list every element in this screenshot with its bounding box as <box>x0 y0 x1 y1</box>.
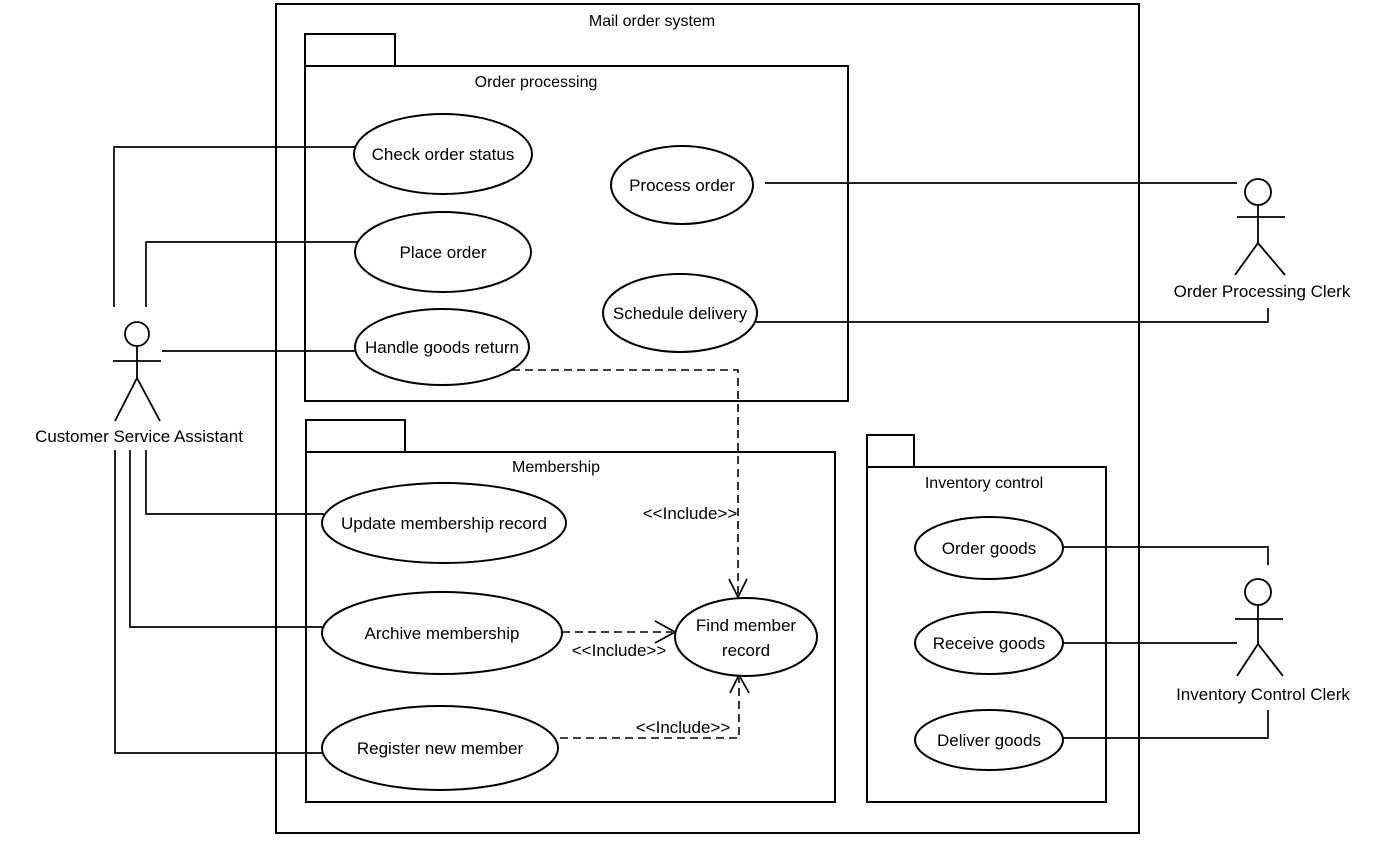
use-case-ellipse <box>321 482 567 564</box>
actor-leg-right <box>136 377 161 422</box>
use-case-ellipse <box>602 273 758 353</box>
system-title: Mail order system <box>589 13 715 30</box>
use-case-label: Archive membership <box>365 624 520 643</box>
actor-label: Customer Service Assistant <box>35 427 243 446</box>
actor-leg-left <box>1236 643 1259 677</box>
actor-head <box>1244 178 1272 206</box>
package-title: Membership <box>512 459 600 476</box>
association-csa-check-order-status <box>113 146 355 307</box>
use-case-label: Update membership record <box>341 514 547 533</box>
use-case-label: Deliver goods <box>937 731 1041 750</box>
use-case-deliver-goods: Deliver goods <box>914 709 1064 771</box>
use-case-ellipse <box>321 705 559 791</box>
package-title: Order processing <box>475 74 598 91</box>
package-tab <box>305 419 406 453</box>
use-case-label-line1: Find member <box>696 616 796 635</box>
use-case-update-membership-record: Update membership record <box>321 482 567 564</box>
use-case-check-order-status: Check order status <box>353 113 533 195</box>
use-case-schedule-delivery: Schedule delivery <box>602 273 758 353</box>
use-case-label: Place order <box>400 243 487 262</box>
use-case-label: Schedule delivery <box>613 304 748 323</box>
actor-head <box>124 321 150 347</box>
use-case-process-order: Process order <box>610 145 754 225</box>
use-case-label: Handle goods return <box>365 338 519 357</box>
association-opc-schedule-delivery <box>755 308 1269 323</box>
association-csa-update-membership-record <box>145 450 324 515</box>
use-case-ellipse <box>353 113 533 195</box>
actor-order-processing-clerk: Order Processing Clerk <box>1174 178 1351 301</box>
use-case-archive-membership: Archive membership <box>321 591 563 675</box>
actor-leg-left <box>114 377 138 422</box>
package-tab <box>304 33 396 67</box>
include-label: <<Include>> <box>643 504 738 523</box>
use-case-ellipse <box>914 516 1064 580</box>
include-handle-goods-return-to-find-member-record <box>512 369 739 594</box>
use-case-ellipse <box>321 591 563 675</box>
association-csa-archive-membership <box>129 450 323 628</box>
association-icc-deliver-goods <box>1063 710 1269 739</box>
use-case-handle-goods-return: Handle goods return <box>354 308 530 386</box>
include-label: <<Include>> <box>636 718 731 737</box>
use-case-ellipse <box>354 308 530 386</box>
actor-leg-right <box>1257 643 1284 677</box>
association-icc-order-goods <box>1063 546 1269 565</box>
actor-customer-service-assistant: Customer Service Assistant <box>35 321 243 446</box>
use-case-receive-goods: Receive goods <box>914 611 1064 675</box>
include-register-new-member-to-find-member-record <box>560 678 740 739</box>
actor-leg-right <box>1257 242 1286 276</box>
actor-label: Inventory Control Clerk <box>1176 685 1350 704</box>
actor-head <box>1244 578 1272 606</box>
use-case-find-member-record: Find member record <box>674 597 818 677</box>
actor-leg-left <box>1234 242 1259 276</box>
use-case-label: Receive goods <box>933 634 1045 653</box>
use-case-ellipse <box>914 611 1064 675</box>
include-label: <<Include>> <box>572 641 667 660</box>
package-tab <box>866 434 915 468</box>
association-csa-register-new-member <box>114 450 323 754</box>
use-case-order-goods: Order goods <box>914 516 1064 580</box>
actor-inventory-control-clerk: Inventory Control Clerk <box>1176 578 1350 704</box>
use-case-ellipse <box>674 597 818 677</box>
use-case-ellipse <box>354 211 532 293</box>
use-case-label: Check order status <box>372 145 515 164</box>
use-case-label: Process order <box>629 176 735 195</box>
use-case-label-line2: record <box>722 641 770 660</box>
use-case-place-order: Place order <box>354 211 532 293</box>
package-title: Inventory control <box>925 475 1043 492</box>
use-case-ellipse <box>610 145 754 225</box>
use-case-register-new-member: Register new member <box>321 705 559 791</box>
use-case-label: Order goods <box>942 539 1037 558</box>
use-case-label: Register new member <box>357 739 524 758</box>
association-csa-place-order <box>145 241 358 307</box>
include-arrowhead-down <box>728 578 748 599</box>
actor-label: Order Processing Clerk <box>1174 282 1351 301</box>
use-case-ellipse <box>914 709 1064 771</box>
